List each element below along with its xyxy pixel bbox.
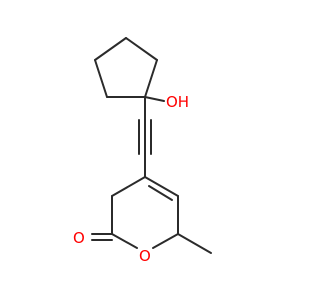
cyclopentane-ring xyxy=(94,37,158,98)
methyl-bond xyxy=(177,233,212,254)
bond xyxy=(111,233,138,249)
bond xyxy=(125,37,158,61)
bond xyxy=(152,233,179,249)
bond-c-oh xyxy=(144,96,165,102)
bond xyxy=(94,37,127,61)
bond xyxy=(144,59,158,98)
bond xyxy=(144,176,179,197)
ring-oxygen-label: O xyxy=(139,247,151,265)
bond xyxy=(111,176,146,197)
molecule-diagram: OH O O xyxy=(73,37,212,265)
structure-drawing: OH O O xyxy=(73,37,212,265)
bond xyxy=(148,185,173,201)
carbonyl-double-bond xyxy=(91,233,113,241)
bond xyxy=(94,59,108,98)
carbonyl-oxygen-label: O xyxy=(73,229,85,247)
pyranone-ring xyxy=(111,176,179,249)
triple-bond xyxy=(138,96,152,178)
hydroxyl-label: OH xyxy=(166,93,189,111)
